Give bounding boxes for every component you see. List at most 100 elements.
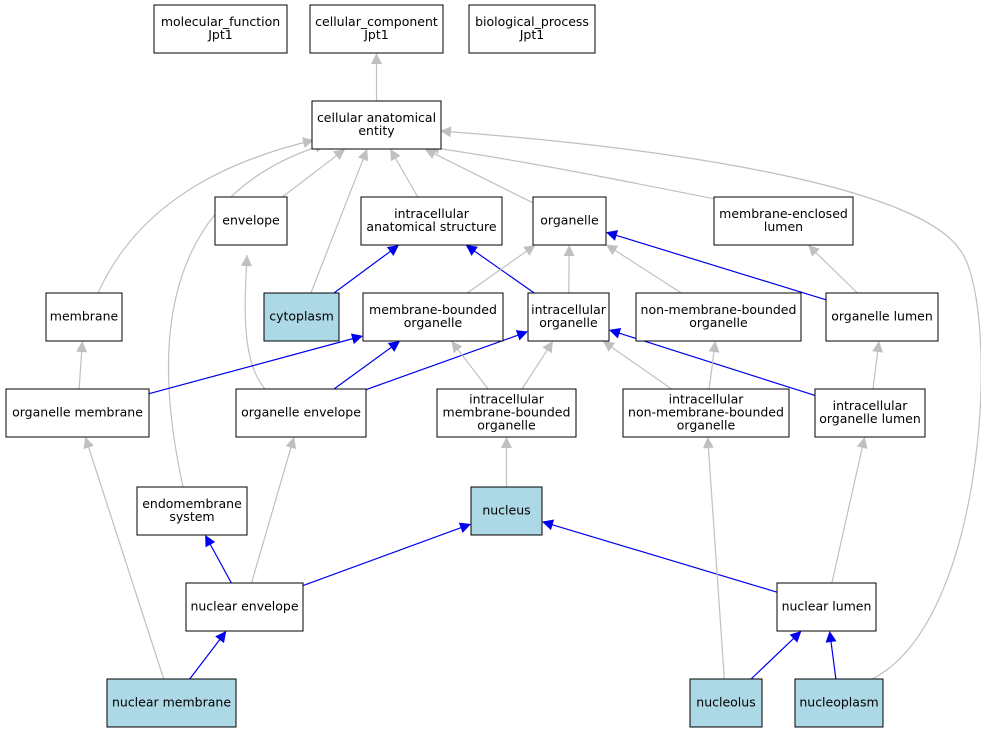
term-box bbox=[689, 678, 763, 728]
edge-line bbox=[814, 251, 858, 294]
term-node-inmbo[interactable]: intracellularnon-membrane-boundedorganel… bbox=[622, 388, 790, 438]
term-label-line: envelope bbox=[222, 213, 280, 228]
edge-io-to-organelle bbox=[563, 245, 575, 294]
term-box bbox=[713, 196, 854, 246]
edge-line bbox=[439, 130, 981, 680]
edge-arrowhead bbox=[856, 437, 868, 449]
term-label-line: entity bbox=[358, 123, 395, 138]
term-label-line: membrane bbox=[50, 309, 119, 324]
term-label-line: system bbox=[169, 509, 214, 524]
edge-nucleus-to-imbo bbox=[501, 437, 512, 487]
edge-line bbox=[466, 250, 528, 294]
term-node-nucleus[interactable]: nucleus bbox=[470, 486, 543, 536]
edge-iol-to-io bbox=[609, 327, 816, 397]
edge-line bbox=[521, 349, 549, 390]
edge-io-to-ias bbox=[465, 245, 535, 294]
edge-nm-to-om bbox=[83, 437, 165, 680]
term-label-line: organelle membrane bbox=[12, 405, 143, 420]
edge-arrowhead bbox=[542, 341, 553, 354]
term-node-om[interactable]: organelle membrane bbox=[5, 388, 150, 438]
edge-ol-to-organelle bbox=[606, 230, 827, 301]
edge-nm-to-ne bbox=[189, 631, 227, 680]
edge-arrowhead bbox=[357, 149, 369, 162]
edge-arrowhead bbox=[515, 330, 528, 341]
term-box bbox=[776, 582, 877, 632]
edge-inmbo-to-io bbox=[602, 341, 672, 390]
edge-line bbox=[618, 332, 816, 397]
term-label-line: membrane-bounded bbox=[369, 302, 497, 317]
term-box bbox=[185, 582, 304, 632]
edge-oe-to-io bbox=[365, 330, 528, 391]
term-label-line: Jpt1 bbox=[363, 27, 388, 42]
edge-line bbox=[394, 157, 419, 198]
term-label-line: intracellular bbox=[833, 398, 909, 413]
term-node-nl[interactable]: nuclear lumen bbox=[776, 582, 877, 632]
term-node-nucleoplasm[interactable]: nucleoplasm bbox=[794, 678, 884, 728]
edge-organelle-to-cae bbox=[424, 148, 534, 204]
term-node-nucleolus[interactable]: nucleolus bbox=[689, 678, 763, 728]
edge-arrowhead bbox=[542, 519, 555, 531]
term-box bbox=[814, 388, 926, 438]
edge-arrowhead bbox=[702, 437, 714, 449]
edge-line bbox=[167, 143, 327, 488]
edge-arrowhead bbox=[708, 341, 720, 353]
term-box bbox=[311, 100, 442, 150]
term-label-line: biological_process bbox=[475, 14, 589, 29]
term-box bbox=[362, 292, 504, 342]
term-label-line: intracellular bbox=[531, 302, 607, 317]
term-label-line: membrane-bounded bbox=[443, 405, 571, 420]
edge-line bbox=[427, 146, 736, 204]
term-node-ne[interactable]: nuclear envelope bbox=[185, 582, 304, 632]
term-node-nm[interactable]: nuclear membrane bbox=[106, 678, 237, 728]
term-node-ol[interactable]: organelle lumen bbox=[825, 292, 939, 342]
edge-line bbox=[551, 523, 778, 593]
edge-arrowhead bbox=[501, 437, 512, 448]
edge-cae-to-cc bbox=[371, 53, 382, 101]
edge-om-to-membrane bbox=[76, 341, 88, 390]
edge-ne-to-oe bbox=[250, 437, 297, 584]
term-node-cytoplasm[interactable]: cytoplasm bbox=[263, 292, 340, 342]
edge-arrowhead bbox=[333, 149, 346, 161]
edge-line bbox=[189, 638, 221, 680]
term-node-organelle[interactable]: organelle bbox=[532, 196, 607, 246]
term-node-oe[interactable]: organelle envelope bbox=[235, 388, 367, 438]
edge-envelope-to-cae bbox=[282, 149, 346, 198]
edge-arrowhead bbox=[602, 341, 616, 352]
edge-arrowhead bbox=[83, 437, 94, 450]
graph-edges bbox=[76, 53, 981, 680]
edge-om-to-mbo bbox=[148, 333, 363, 395]
edge-arrowhead bbox=[371, 53, 382, 64]
edge-nl-to-nucleus bbox=[542, 519, 778, 593]
term-label-line: non-membrane-bounded bbox=[641, 302, 797, 317]
term-node-envelope[interactable]: envelope bbox=[214, 196, 288, 246]
edge-arrowhead bbox=[350, 333, 363, 345]
edge-nucleoplasm-to-nl bbox=[825, 631, 837, 680]
edge-arrowhead bbox=[606, 230, 619, 241]
term-node-membrane[interactable]: membrane bbox=[45, 292, 123, 342]
edge-mbo-to-organelle bbox=[466, 245, 536, 294]
edge-line bbox=[244, 254, 266, 390]
term-label-line: organelle bbox=[404, 315, 463, 330]
edge-arrowhead bbox=[609, 327, 622, 339]
term-label-line: organelle lumen bbox=[831, 309, 933, 324]
edge-line bbox=[365, 334, 519, 391]
edge-line bbox=[456, 348, 489, 390]
term-label-line: Jpt1 bbox=[519, 27, 544, 42]
term-box bbox=[360, 196, 503, 246]
term-label-line: cellular_component bbox=[315, 14, 438, 29]
edge-arrowhead bbox=[465, 245, 478, 256]
term-label-line: nucleus bbox=[482, 503, 530, 518]
